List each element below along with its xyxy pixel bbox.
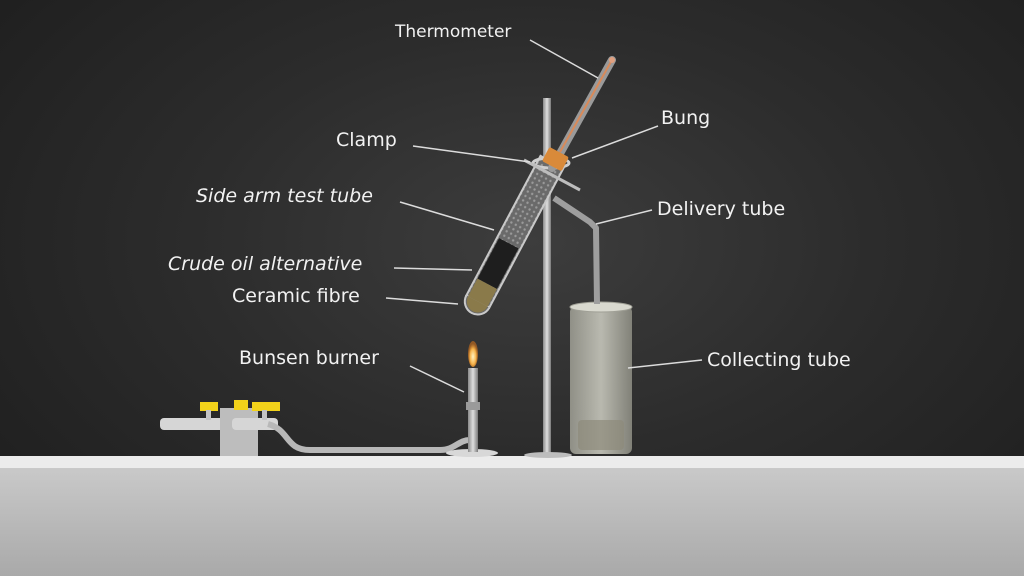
delivery-tube [552, 195, 600, 305]
lab-bench [0, 456, 1024, 576]
label-ceramic-fibre: Ceramic fibre [232, 285, 360, 307]
leader-delivery-tube [595, 209, 653, 225]
leader-clamp [412, 145, 531, 163]
thermometer [548, 56, 616, 172]
label-bung: Bung [661, 107, 711, 129]
leader-collecting [627, 359, 703, 369]
leader-ceramic-fibre [385, 297, 459, 305]
leader-bunsen [409, 365, 465, 393]
bunsen-burner [446, 341, 498, 457]
gas-tap [160, 400, 280, 456]
leader-bung [571, 125, 659, 159]
leader-thermometer [529, 39, 599, 79]
leader-side-arm [399, 201, 495, 231]
retort-stand [524, 98, 572, 458]
leader-lines [385, 39, 703, 393]
label-collecting-tube: Collecting tube [707, 349, 851, 371]
label-crude-oil-alternative: Crude oil alternative [168, 253, 363, 275]
bung [542, 147, 569, 171]
gas-hose [266, 421, 471, 453]
label-side-arm-test-tube: Side arm test tube [196, 185, 373, 207]
label-bunsen-burner: Bunsen burner [239, 347, 379, 369]
side-arm-test-tube [463, 154, 565, 316]
label-delivery-tube: Delivery tube [657, 198, 786, 220]
label-clamp: Clamp [336, 129, 397, 151]
label-thermometer: Thermometer [395, 22, 512, 42]
collecting-tube [569, 301, 633, 454]
leader-crude-oil [393, 267, 473, 271]
